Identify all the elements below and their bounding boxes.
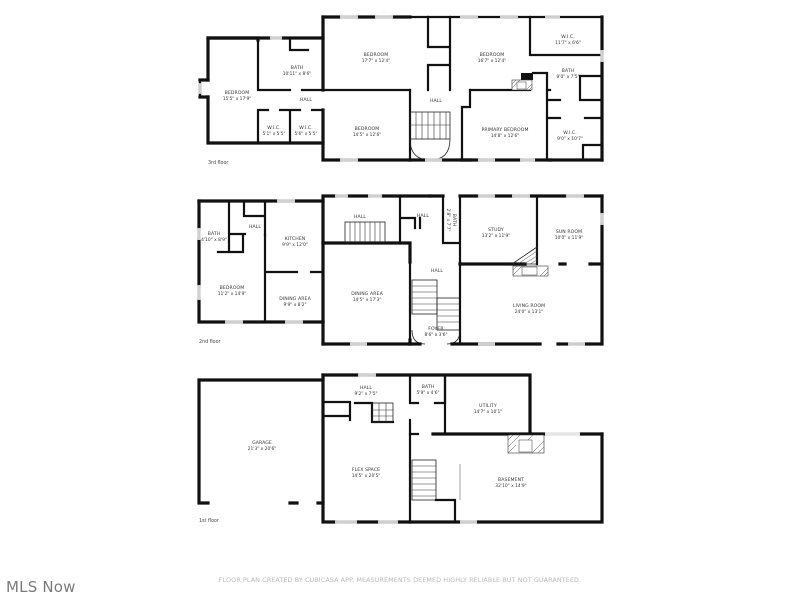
room-dim: 9'2" x 7'5"	[354, 391, 377, 397]
room-dim: 16'7" x 12'4"	[478, 58, 507, 64]
room-dim: 10'11" x 8'6"	[283, 71, 312, 77]
room-name: KITCHEN	[285, 236, 306, 242]
room-name: LIVING ROOM	[513, 303, 545, 309]
room-name: STUDY	[488, 227, 504, 233]
room-dim: 14'5" x 20'5"	[352, 473, 381, 479]
room-name: UTILITY	[479, 403, 497, 409]
room-dim: 4'10" x 8'9"	[201, 237, 227, 243]
room-name: BEDROOM	[364, 52, 389, 58]
room-name: BASEMENT	[498, 477, 524, 483]
room-name: HALL	[360, 385, 372, 391]
room-dim: 14'5" x 17'3"	[353, 297, 382, 303]
room-name: PRIMARY BEDROOM	[481, 127, 528, 133]
first-floor-labels: GARAGE 21'3" x 20'6" HALL 9'2" x 7'5" BA…	[248, 384, 527, 489]
room-name: DINING AREA	[279, 296, 311, 302]
room-name: SUN ROOM	[556, 229, 582, 235]
third-floor-plan: 3rd floor	[198, 15, 604, 166]
room-name: BEDROOM	[480, 52, 505, 58]
brand-logo: MLS Now	[6, 578, 76, 596]
room-name: HALL	[249, 224, 261, 230]
room-name: DINING AREA	[351, 291, 383, 297]
room-dim: 24'0" x 13'1"	[515, 309, 544, 315]
room-dim: 11'7" x 6'6"	[555, 40, 581, 46]
room-dim: 11'2" x 14'9"	[218, 291, 247, 297]
room-dim: 10'0" x 11'9"	[555, 235, 584, 241]
room-dim: 5'6" x 5'5"	[294, 131, 317, 137]
room-dim: 8'6" x 3'6"	[424, 332, 447, 338]
room-dim: 14'8" x 12'6"	[491, 133, 520, 139]
room-dim: 5'9" x 4'6"	[416, 390, 439, 396]
room-name: HALL	[430, 98, 442, 104]
room-name: W.I.C.	[563, 130, 577, 136]
room-dim: 17'7" x 12'4"	[362, 58, 391, 64]
room-name: FLEX SPACE	[352, 467, 380, 473]
floor-label-1st: 1st floor	[199, 518, 219, 524]
room-name: BATH	[291, 65, 304, 71]
room-dim: 14'7" x 10'1"	[474, 409, 503, 415]
room-name: HALL	[300, 97, 312, 103]
room-name: BEDROOM	[225, 90, 250, 96]
second-floor-plan: 2nd floor	[197, 194, 604, 346]
room-dim: 13'2" x 11'9"	[482, 233, 511, 239]
third-floor-labels: BEDROOM 15'5" x 17'9" BATH 10'11" x 8'6"…	[223, 34, 583, 142]
room-name: FOYER	[428, 326, 444, 332]
room-dim: 14'5" x 12'6"	[353, 132, 382, 138]
room-name: BATH	[422, 384, 435, 390]
disclaimer-text: FLOOR PLAN CREATED BY CUBICASA APP. MEAS…	[218, 576, 582, 584]
room-name: BATH	[208, 231, 221, 237]
room-dim: 9'0" x 7'5"	[556, 74, 579, 80]
room-name: GARAGE	[252, 440, 272, 446]
room-dim: 9'9" x 8'2"	[283, 302, 306, 308]
floor-label-3rd: 3rd floor	[208, 160, 228, 166]
room-dim: 9'9" x 12'0"	[282, 242, 308, 248]
room-name: BEDROOM	[355, 126, 380, 132]
room-dim: 21'3" x 20'6"	[248, 446, 277, 452]
room-dim: 15'5" x 17'9"	[223, 96, 252, 102]
room-name: HALL	[417, 213, 429, 219]
room-name: HALL	[354, 214, 366, 220]
room-name: W.I.C.	[561, 34, 575, 40]
room-dim: 9'0" x 10'7"	[557, 136, 583, 142]
room-dim: 32'10" x 14'9"	[495, 483, 526, 489]
room-name: W.I.C.	[267, 125, 281, 131]
room-name: BEDROOM	[220, 285, 245, 291]
floor-label-2nd: 2nd floor	[199, 339, 221, 345]
second-floor-labels: BATH 4'10" x 8'9" HALL KITCHEN 9'9" x 12…	[201, 208, 583, 338]
room-dim: 2'8" x 7'7"	[445, 208, 451, 231]
room-dim: 5'1" x 5'5"	[262, 131, 285, 137]
first-floor-plan: 1st floor	[197, 373, 604, 524]
room-name: BATH	[451, 214, 457, 227]
room-name: HALL	[431, 268, 443, 274]
room-name: BATH	[562, 68, 575, 74]
room-name: W.I.C.	[299, 125, 313, 131]
